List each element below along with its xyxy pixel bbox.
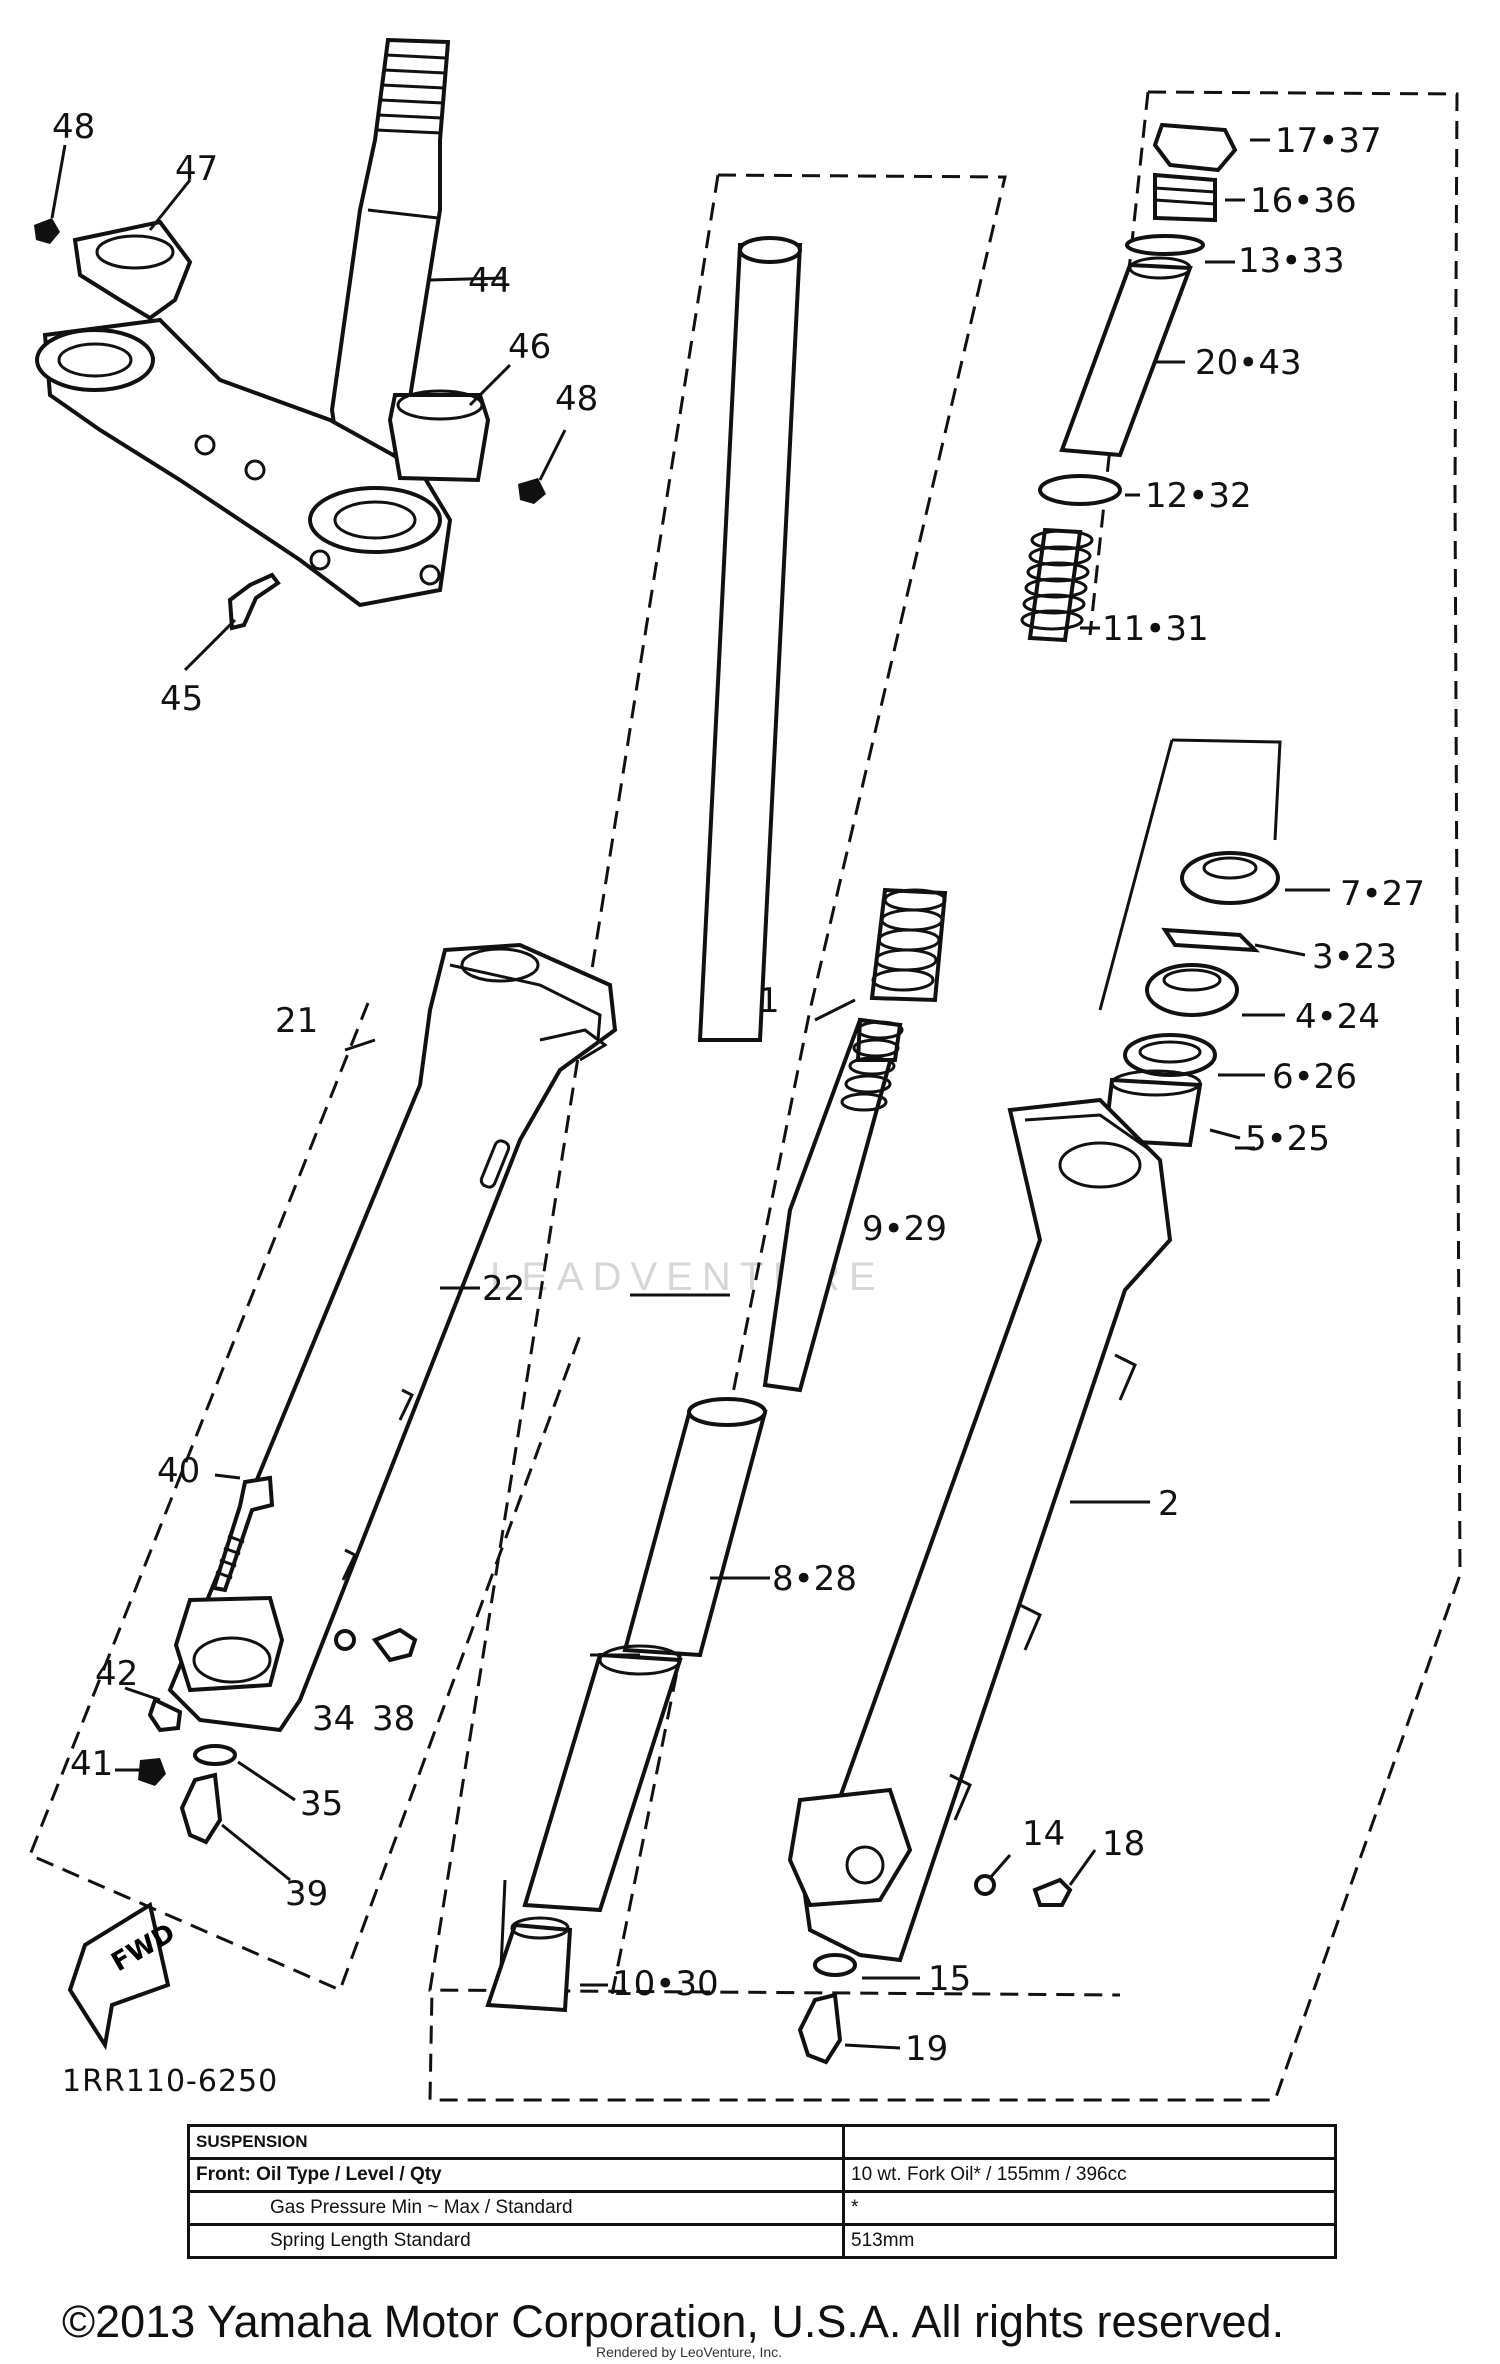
callout-45: 45 bbox=[160, 679, 203, 719]
callout-13-33: 13•33 bbox=[1238, 241, 1345, 281]
outline-seal-group bbox=[1171, 738, 1282, 841]
spec-row: Front: Oil Type / Level / Qty 10 wt. For… bbox=[187, 2157, 1337, 2193]
washer-12 bbox=[1038, 474, 1122, 506]
callout-21: 21 bbox=[275, 1001, 318, 1041]
spec-value: 513mm bbox=[842, 2223, 1337, 2259]
bolt-48-left bbox=[34, 218, 60, 244]
cap-bolt-16 bbox=[1153, 172, 1217, 223]
callout-35: 35 bbox=[300, 1784, 343, 1824]
plug-42 bbox=[147, 1697, 183, 1733]
right-stack bbox=[1020, 122, 1280, 1148]
outline-center bbox=[610, 173, 1007, 1996]
bracket-clamp-right bbox=[308, 486, 442, 554]
callout-9-29: 9•29 bbox=[862, 1209, 947, 1249]
bolt-48-right bbox=[518, 478, 546, 504]
callout-10-30: 10•30 bbox=[612, 1964, 719, 2004]
right-outer-tube bbox=[787, 1097, 1173, 2065]
outline-right bbox=[428, 90, 1462, 2102]
washer-35 bbox=[193, 1744, 237, 1766]
bolt-45 bbox=[227, 572, 281, 631]
callout-4-24: 4•24 bbox=[1295, 997, 1380, 1037]
washer-34 bbox=[334, 1629, 356, 1651]
callout-11-31: 11•31 bbox=[1102, 609, 1209, 649]
callout-42: 42 bbox=[95, 1654, 138, 1694]
spec-value: 10 wt. Fork Oil* / 155mm / 396cc bbox=[842, 2157, 1337, 2193]
callout-47: 47 bbox=[175, 149, 218, 189]
left-outer-tube bbox=[138, 942, 618, 1845]
callout-40: 40 bbox=[157, 1451, 200, 1491]
callout-labels: 48 47 44 46 48 45 21 22 40 42 34 38 41 3… bbox=[52, 107, 1425, 2069]
callout-5-25: 5•25 bbox=[1245, 1119, 1330, 1159]
callout-48-right: 48 bbox=[555, 379, 598, 419]
steering-stem-assembly bbox=[34, 37, 546, 631]
axle-holder-left bbox=[173, 1595, 285, 1693]
damper-rod-9 bbox=[762, 1017, 903, 1393]
callout-44: 44 bbox=[468, 261, 511, 301]
spec-header-row: SUSPENSION bbox=[187, 2124, 1337, 2160]
callout-17-37: 17•37 bbox=[1275, 121, 1382, 161]
callout-7-27: 7•27 bbox=[1340, 874, 1425, 914]
washer-15 bbox=[813, 1953, 857, 1977]
spacer-8 bbox=[622, 1407, 768, 1658]
fwd-arrow: FWD bbox=[67, 1901, 180, 2051]
callout-14: 14 bbox=[1022, 1814, 1065, 1854]
clip-3 bbox=[1161, 927, 1261, 953]
o-ring-13 bbox=[1125, 234, 1205, 256]
callout-18: 18 bbox=[1102, 1824, 1145, 1864]
spacer-20 bbox=[1059, 262, 1193, 458]
spec-header-blank bbox=[842, 2124, 1337, 2160]
outline-seal-group-left bbox=[1098, 739, 1174, 1011]
handlebar-holder-47 bbox=[72, 219, 193, 321]
callout-39: 39 bbox=[285, 1874, 328, 1914]
bolt-18 bbox=[1032, 1877, 1073, 1907]
callout-46: 46 bbox=[508, 327, 551, 367]
spec-label: Spring Length Standard bbox=[187, 2223, 845, 2259]
center-parts bbox=[485, 236, 948, 2013]
callout-22: 22 bbox=[482, 1269, 525, 1309]
bolt-38 bbox=[371, 1627, 418, 1663]
callout-2: 2 bbox=[1158, 1484, 1180, 1524]
handlebar-holder-46 bbox=[387, 393, 491, 483]
washer-14 bbox=[974, 1874, 996, 1896]
tube-8-lower bbox=[522, 1652, 683, 1913]
callout-19: 19 bbox=[905, 2029, 948, 2069]
callout-1: 1 bbox=[758, 981, 780, 1021]
nut-41 bbox=[138, 1758, 166, 1786]
render-note: Rendered by LeoVenture, Inc. bbox=[596, 2344, 783, 2360]
bolt-39 bbox=[179, 1772, 223, 1845]
callout-12-32: 12•32 bbox=[1145, 476, 1252, 516]
outline-right-inner bbox=[1088, 91, 1150, 636]
outer-tube-2 bbox=[802, 1097, 1173, 1963]
spec-row: Gas Pressure Min ~ Max / Standard * bbox=[187, 2190, 1337, 2226]
bolt-19 bbox=[797, 1992, 843, 2065]
leader-lines bbox=[50, 138, 1330, 2050]
callout-15: 15 bbox=[928, 1959, 971, 1999]
spec-label: Front: Oil Type / Level / Qty bbox=[187, 2157, 845, 2193]
callout-3-23: 3•23 bbox=[1312, 937, 1397, 977]
inner-tube-1 bbox=[697, 243, 803, 1042]
callout-38: 38 bbox=[372, 1699, 415, 1739]
oil-lock-piece-10 bbox=[485, 1922, 573, 2013]
spec-label: Gas Pressure Min ~ Max / Standard bbox=[187, 2190, 845, 2226]
spec-header: SUSPENSION bbox=[187, 2124, 845, 2160]
callout-6-26: 6•26 bbox=[1272, 1057, 1357, 1097]
cap-17 bbox=[1152, 122, 1238, 173]
outline-left-fork bbox=[28, 1002, 584, 1993]
callout-20-43: 20•43 bbox=[1195, 343, 1302, 383]
diagram-code: 1RR110-6250 bbox=[62, 2064, 279, 2099]
bracket-clamp-left bbox=[35, 328, 155, 392]
callout-8-28: 8•28 bbox=[772, 1559, 857, 1599]
callout-16-36: 16•36 bbox=[1250, 181, 1357, 221]
copyright-notice: ©2013 Yamaha Motor Corporation, U.S.A. A… bbox=[62, 2296, 1285, 2347]
spec-table: SUSPENSION Front: Oil Type / Level / Qty… bbox=[187, 2124, 1337, 2259]
callout-34: 34 bbox=[312, 1699, 355, 1739]
spec-row: Spring Length Standard 513mm bbox=[187, 2223, 1337, 2259]
spec-value: * bbox=[842, 2190, 1337, 2226]
group-outlines bbox=[28, 90, 1462, 2102]
outline-center-left bbox=[428, 174, 1121, 1997]
callout-41: 41 bbox=[70, 1744, 113, 1784]
callout-48: 48 bbox=[52, 107, 95, 147]
